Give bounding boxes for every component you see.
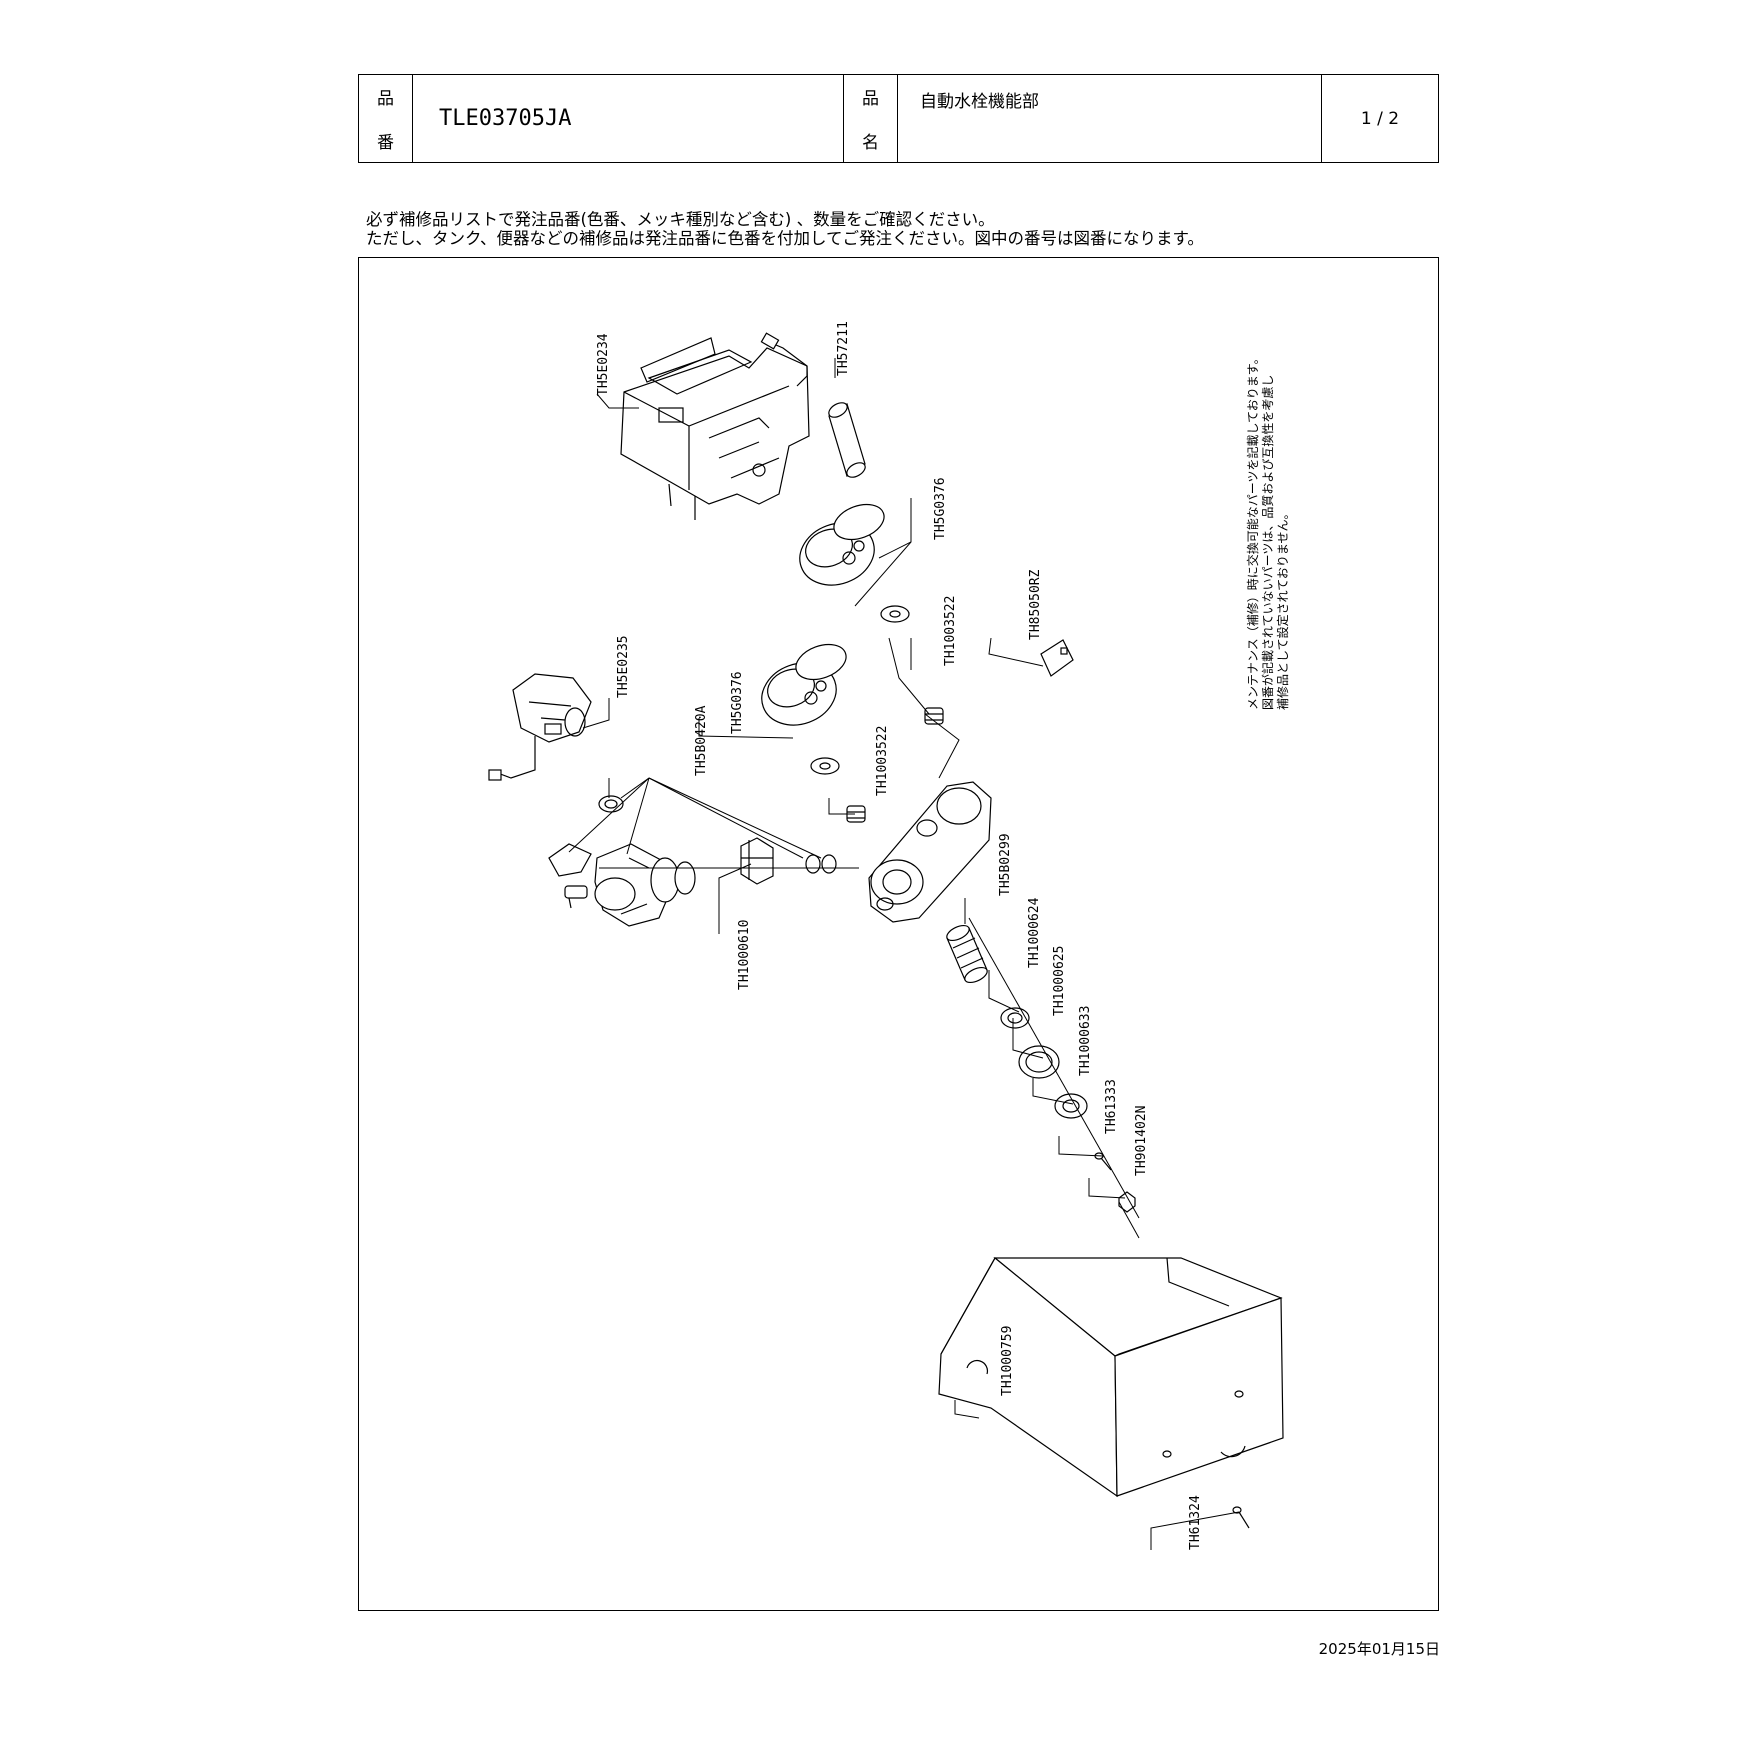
label-TH1000624: TH1000624 xyxy=(1027,897,1042,968)
maintenance-note: メンテナンス（補修）時に交換可能なパーツを記載しております。 図番が記載されてい… xyxy=(1245,352,1290,710)
part-no-label: 品 番 xyxy=(359,75,413,162)
name-label: 品 名 xyxy=(844,75,898,162)
label-TH5B0420A: TH5B0420A xyxy=(694,705,709,776)
label-TH1003522-lower: TH1003522 xyxy=(875,726,890,796)
control-unit-drawing xyxy=(620,337,810,520)
part-no-label-top: 品 xyxy=(377,89,394,110)
leader-lines xyxy=(568,358,1240,1550)
order-note-line-1: 必ず補修品リストで発注品番(色番、メッキ種別など含む) 、数量をご確認ください。 xyxy=(366,210,995,229)
part-labels: TH5E0234 TH57211 TH5G0376 TH1003522 TH85… xyxy=(596,321,1203,1550)
label-TH85050RZ: TH85050RZ xyxy=(1028,569,1043,640)
o-rings-drawing xyxy=(805,854,837,874)
label-TH5B0299: TH5B0299 xyxy=(998,833,1013,896)
label-TH1000625: TH1000625 xyxy=(1052,946,1067,1016)
battery-drawing xyxy=(760,332,866,478)
solenoid-lower-drawing xyxy=(761,643,847,775)
part-no-label-bottom: 番 xyxy=(377,132,394,153)
issue-date: 2025年01月15日 xyxy=(1318,1640,1440,1658)
assembly-lines xyxy=(599,637,1140,1239)
name-label-top: 品 xyxy=(862,89,879,110)
exploded-diagram: メンテナンス（補修）時に交換可能なパーツを記載しております。 図番が記載されてい… xyxy=(358,257,1439,1611)
label-TH61333: TH61333 xyxy=(1104,1079,1119,1134)
cover-drawing xyxy=(938,1257,1284,1498)
cover-screw-drawing xyxy=(1232,1506,1250,1529)
part-no-value: TLE03705JA xyxy=(413,75,844,162)
manifold-drawing xyxy=(868,781,992,923)
maintenance-note-line-1: メンテナンス（補修）時に交換可能なパーツを記載しております。 xyxy=(1245,352,1260,710)
sensor-drawing xyxy=(488,673,624,813)
valve-body-drawing xyxy=(548,843,696,927)
title-block: 品 番 TLE03705JA 品 名 自動水栓機能部 1 / 2 xyxy=(358,74,1439,163)
label-TH57211: TH57211 xyxy=(836,321,851,376)
diagram-svg: メンテナンス（補修）時に交換可能なパーツを記載しております。 図番が記載されてい… xyxy=(488,321,1290,1550)
label-TH5G0376-upper: TH5G0376 xyxy=(933,477,948,540)
order-notes: 必ず補修品リストで発注品番(色番、メッキ種別など含む) 、数量をご確認ください。… xyxy=(366,210,1204,248)
label-TH5G0376-lower: TH5G0376 xyxy=(730,671,745,734)
key-drawing xyxy=(1040,639,1074,677)
valve-upper-drawing xyxy=(924,707,944,725)
maintenance-note-line-2: 図番が記載されていないパーツは、品質および互換性を考慮し xyxy=(1260,375,1275,710)
label-TH1000633: TH1000633 xyxy=(1078,1006,1093,1076)
label-TH901402N: TH901402N xyxy=(1134,1106,1149,1176)
cartridge-drawing xyxy=(946,924,988,984)
name-label-bottom: 名 xyxy=(862,132,879,153)
solenoid-upper-drawing xyxy=(799,503,910,623)
product-name: 自動水栓機能部 xyxy=(898,75,1322,162)
clip-drawing xyxy=(740,837,774,885)
label-TH5E0234: TH5E0234 xyxy=(596,333,611,396)
nut-drawing xyxy=(1118,1191,1136,1213)
label-TH1003522-upper: TH1003522 xyxy=(943,596,958,666)
nut-small-drawing xyxy=(1000,1007,1030,1029)
label-TH1000759: TH1000759 xyxy=(1000,1326,1015,1396)
label-TH61324: TH61324 xyxy=(1188,1495,1203,1550)
maintenance-note-line-3: 補修品として設定されておりません。 xyxy=(1275,507,1290,710)
ring-drawing xyxy=(1018,1045,1060,1079)
order-note-line-2: ただし、タンク、便器などの補修品は発注品番に色番を付加してご発注ください。図中の… xyxy=(366,229,1204,248)
label-TH1000610: TH1000610 xyxy=(737,920,752,990)
page-number: 1 / 2 xyxy=(1360,108,1400,129)
label-TH5E0235: TH5E0235 xyxy=(616,635,631,698)
